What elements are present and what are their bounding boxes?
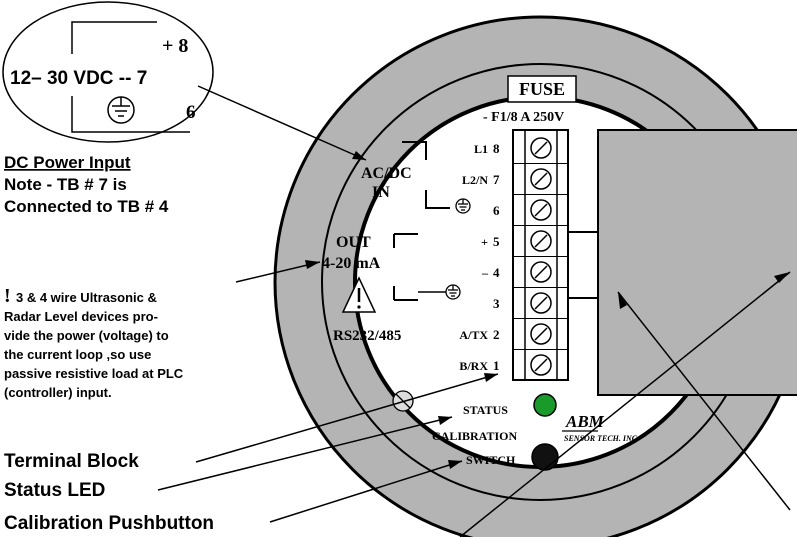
arrow-heads [305,151,790,469]
terminal-name: – [481,266,489,280]
calibration-label: CALIBRATION [432,429,517,443]
output-bracket [394,233,418,301]
range-label: 4-20 mA [322,255,381,272]
screw-slot [534,141,548,155]
comm-label: RS232/485 [333,328,401,344]
terminal-name: B/RX [459,359,488,373]
in-label: IN [372,184,390,201]
screw-slot [534,327,548,341]
screw-slot [534,265,548,279]
internal-plate [597,129,797,396]
warning-icon [341,276,377,313]
acdc-bracket [402,141,450,209]
terminal-labels: 8 L1 7 L2/N 6 5 +4– 3 2 A/TX 1 B/RX [459,141,500,373]
terminal-number: 5 [493,234,500,249]
calibration-pushbutton-callout: Calibration Pushbutton [4,513,214,534]
terminal-8-label: + 8 [162,35,188,57]
leader-arrows [157,85,791,537]
warning-note-line: the current loop ,so use [4,347,151,362]
acdc-arrow [197,85,367,161]
housing-arrow [617,291,791,511]
dc-note-line2: Connected to TB # 4 [4,197,169,216]
plate-wires [568,231,598,299]
warning-note-line: 3 & 4 wire Ultrasonic & [16,290,157,305]
warning-note-line: (controller) input. [4,385,112,400]
warning-note: 3 & 4 wire Ultrasonic & Radar Level devic… [4,290,184,400]
fuse-rating: - F1/8 A 250V [483,110,564,125]
ground-icon [445,284,461,300]
output-arrow [235,261,321,283]
status-label: STATUS [463,403,508,417]
ground-icon [455,198,471,214]
screw-slot [534,358,548,372]
terminal-number: 4 [493,265,500,280]
fuse-label: FUSE [519,79,565,99]
warning-note-line: vide the power (voltage) to [4,328,169,343]
dc-note-line1: Note - TB # 7 is [4,175,127,194]
terminal-name: L1 [474,142,488,156]
brand-logo: ABM [565,412,605,431]
acdc-label: AC/DC [361,165,412,182]
out-label: OUT [336,234,371,251]
plate-arrow [459,271,791,537]
terminal-number: 2 [493,327,500,342]
terminal-number: 7 [493,172,500,187]
screw-slot [534,203,548,217]
terminal-name: L2/N [462,173,488,187]
terminal-number: 8 [493,141,500,156]
terminal-number: 3 [493,296,500,311]
terminal-block-arrow [195,373,499,463]
terminal-name: A/TX [459,328,488,342]
warning-mark: ! [4,285,11,307]
power-callout: + 8 12– 30 VDC -- 7 6 [2,1,214,143]
terminal-6-label: 6 [186,102,196,123]
screw-slot [534,172,548,186]
screw-slot [534,296,548,310]
vdc-label: 12– 30 VDC -- 7 [10,68,147,89]
status-led-arrow [157,416,453,491]
terminal-block-callout: Terminal Block [4,451,139,472]
warning-note-line: Radar Level devices pro- [4,309,158,324]
terminal-name: + [481,235,488,249]
calibration-switch[interactable] [531,443,559,471]
ground-icon [107,96,135,124]
terminal-number: 6 [493,203,500,218]
switch-arrow [269,460,463,523]
brand-subtitle: SENSOR TECH. INC [564,434,638,443]
fuse-box [507,75,577,103]
status-led [533,393,557,417]
dc-power-title: DC Power Input [4,153,131,172]
warning-note-line: passive resistive load at PLC [4,366,184,381]
status-led-callout: Status LED [4,480,105,501]
screw-slot [534,234,548,248]
switch-label: SWITCH [466,453,516,467]
terminal-number: 1 [493,358,500,373]
terminal-block [512,129,569,381]
